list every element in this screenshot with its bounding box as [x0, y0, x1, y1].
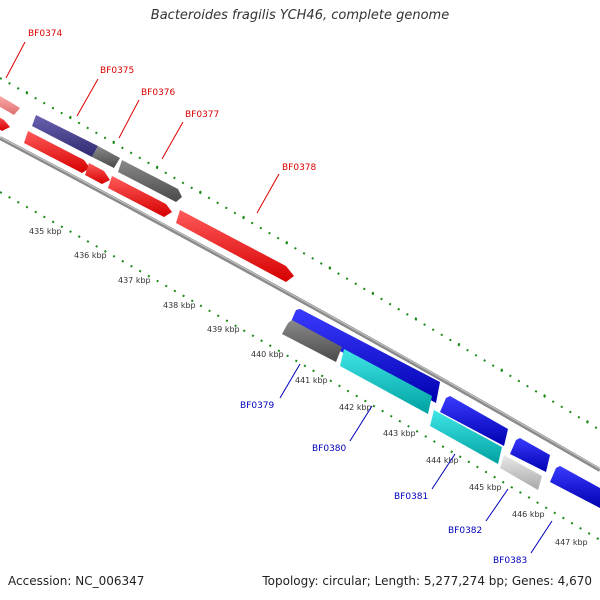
gene-label-forward[interactable]: BF0376	[141, 88, 176, 98]
gene-arrow-blue-5[interactable]	[550, 466, 600, 508]
gene-label-forward[interactable]: BF0374	[28, 29, 63, 39]
reverse-strand-genes	[282, 309, 600, 508]
gene-arrow-gray-2[interactable]	[118, 160, 182, 202]
kbp-label: 437 kbp	[118, 276, 151, 285]
reverse-gene-labels: BF0379 BF0380 BF0381 BF0382 BF0383	[240, 363, 553, 566]
leader-line	[530, 520, 553, 554]
gene-label-forward[interactable]: BF0377	[185, 110, 219, 120]
gene-label-reverse[interactable]: BF0382	[448, 526, 482, 536]
kbp-label: 436 kbp	[74, 251, 107, 260]
gene-label-reverse[interactable]: BF0381	[394, 492, 428, 502]
gene-arrow-pink[interactable]	[0, 93, 20, 115]
gene-label-reverse[interactable]: BF0380	[312, 444, 347, 454]
gene-arrow-purple[interactable]	[32, 115, 98, 157]
leader-line	[5, 41, 26, 79]
leader-line	[279, 363, 301, 399]
kbp-label: 442 kbp	[339, 403, 372, 412]
kbp-label: 443 kbp	[383, 429, 416, 438]
gene-label-reverse[interactable]: BF0379	[240, 401, 275, 411]
kbp-label: 445 kbp	[469, 483, 502, 492]
gene-arrow-red-1[interactable]	[24, 131, 90, 173]
leader-line	[431, 453, 456, 490]
leader-line	[161, 121, 184, 160]
kbp-label: 435 kbp	[29, 227, 62, 236]
kbp-labels: 435 kbp 436 kbp 437 kbp 438 kbp 439 kbp …	[29, 227, 588, 547]
gene-arrow-blue-2[interactable]	[290, 309, 440, 403]
leader-line	[76, 78, 99, 117]
leader-line	[118, 99, 140, 139]
forward-strand-genes	[0, 93, 294, 282]
gene-arrow-red-small[interactable]	[0, 115, 10, 131]
gene-arrow-blue-3[interactable]	[440, 396, 508, 446]
kbp-label: 446 kbp	[512, 510, 545, 519]
gene-arrow-red-4[interactable]	[176, 210, 294, 282]
leader-line	[485, 488, 509, 522]
kbp-label: 440 kbp	[251, 350, 284, 359]
map-title: Bacteroides fragilis YCH46, complete gen…	[150, 8, 450, 23]
gene-label-reverse[interactable]: BF0383	[493, 556, 527, 566]
inner-tick-ring	[0, 191, 600, 541]
accession-text: Accession: NC_006347	[8, 574, 145, 588]
gene-label-forward[interactable]: BF0378	[282, 163, 317, 173]
kbp-label: 447 kbp	[555, 538, 588, 547]
gene-label-forward[interactable]: BF0375	[100, 66, 134, 76]
forward-gene-labels: BF0374 BF0375 BF0376 BF0377 BF0378	[5, 29, 317, 214]
gene-arrow-lightgray[interactable]	[500, 455, 542, 490]
kbp-label: 439 kbp	[207, 325, 240, 334]
genome-backbone	[0, 136, 600, 472]
gene-arrow-darkgray[interactable]	[282, 320, 342, 362]
leader-line	[349, 405, 373, 442]
gene-arrow-red-3[interactable]	[108, 176, 172, 217]
gene-arrow-cyan-1[interactable]	[340, 349, 432, 414]
gene-arrow-cyan-2[interactable]	[430, 410, 502, 464]
kbp-label: 444 kbp	[426, 456, 459, 465]
kbp-label: 438 kbp	[163, 301, 196, 310]
leader-line	[256, 173, 280, 214]
genome-summary-text: Topology: circular; Length: 5,277,274 bp…	[262, 574, 592, 588]
genome-backbone-highlight	[0, 136, 600, 470]
gene-arrow-blue-4[interactable]	[510, 438, 550, 472]
gene-arrow-red-2[interactable]	[85, 163, 110, 184]
kbp-label: 441 kbp	[295, 376, 328, 385]
gene-arrow-gray-1[interactable]	[92, 146, 120, 168]
